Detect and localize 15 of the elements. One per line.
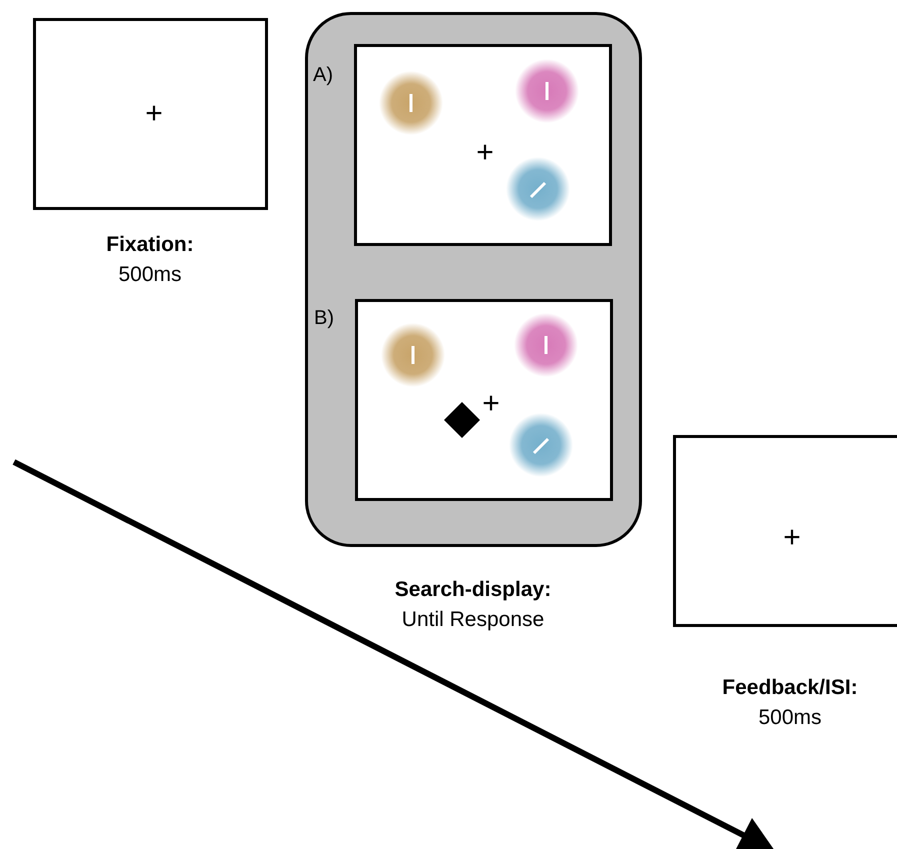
phase-label: Feedback/ISI: xyxy=(722,675,858,701)
fixation-cross: + xyxy=(482,389,500,419)
panel-label: B) xyxy=(314,307,334,329)
screen-frame xyxy=(673,435,897,627)
phase-label: Fixation: xyxy=(106,232,194,258)
fixation-cross: + xyxy=(476,138,494,168)
fixation-cross: + xyxy=(145,99,163,129)
display-panel xyxy=(305,12,642,547)
fixation-cross: + xyxy=(783,523,801,553)
screen-frame xyxy=(33,18,268,210)
panel-label: A) xyxy=(313,64,333,86)
duration-label: 500ms xyxy=(118,262,182,288)
duration-label: Until Response xyxy=(402,607,544,633)
phase-label: Search-display: xyxy=(394,577,552,603)
duration-label: 500ms xyxy=(758,705,822,731)
